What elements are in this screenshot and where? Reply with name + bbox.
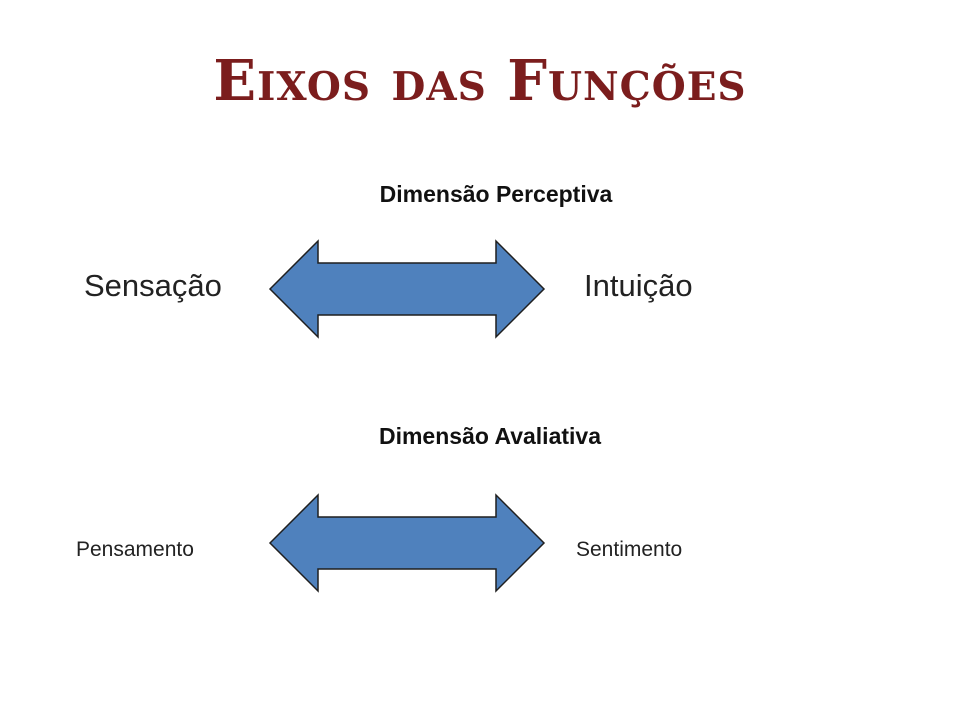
double-arrow-avaliativa <box>268 493 546 593</box>
double-arrow-perceptiva <box>268 239 546 339</box>
double-arrow-perceptiva-shape <box>268 239 546 339</box>
pole-sensacao: Sensação <box>84 268 222 303</box>
pole-intuicao: Intuição <box>584 268 693 303</box>
double-arrow-avaliativa-shape <box>268 493 546 593</box>
dimension-avaliativa-label: Dimensão Avaliativa <box>378 423 601 449</box>
pole-pensamento: Pensamento <box>76 538 194 561</box>
slide-title: Eixos das Funções <box>213 48 747 114</box>
pole-sentimento: Sentimento <box>576 538 683 561</box>
dimension-perceptiva-label: Dimensão Perceptiva <box>379 181 613 207</box>
